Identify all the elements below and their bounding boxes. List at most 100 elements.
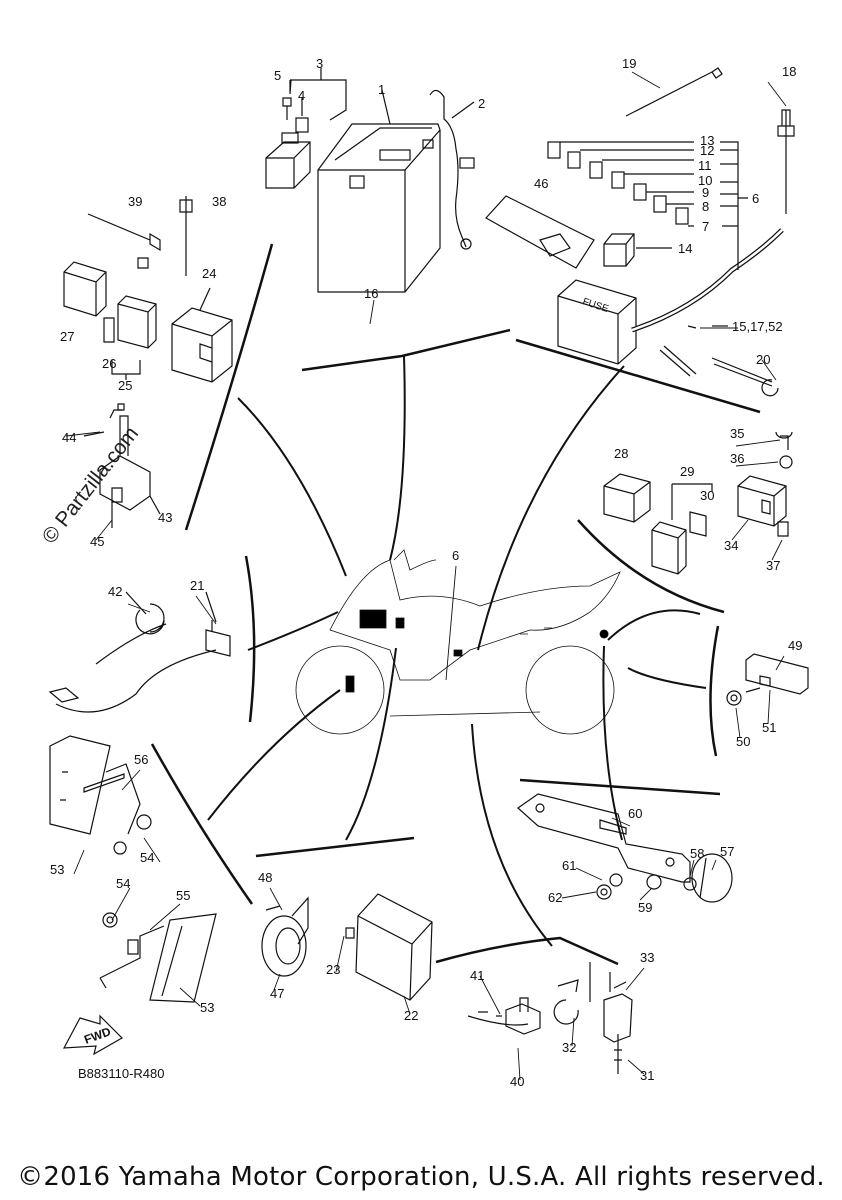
relay-27 [63, 261, 107, 317]
callout-5: 5 [274, 68, 281, 83]
screw-5 [282, 97, 292, 120]
callout-45: 45 [90, 534, 104, 549]
callout-4: 4 [298, 88, 305, 103]
callout-62: 62 [548, 890, 562, 905]
callout-22: 22 [404, 1008, 418, 1023]
callout-labels: 1 2 3 4 5 6 7 8 9 10 11 12 13 14 15,17,5… [50, 56, 802, 1089]
fuse-4 [295, 117, 309, 133]
callout-58: 58 [690, 846, 704, 861]
reflector-49 [726, 653, 809, 706]
callout-20: 20 [756, 352, 770, 367]
callout-16: 16 [364, 286, 378, 301]
callout-51: 51 [762, 720, 776, 735]
callout-44: 44 [62, 430, 76, 445]
clip-38 [179, 196, 193, 276]
callout-leaders [65, 71, 787, 1081]
callout-56: 56 [134, 752, 148, 767]
callout-6: 6 [752, 191, 759, 206]
callout-1: 1 [378, 82, 385, 97]
callout-7: 7 [702, 219, 709, 234]
reflector-53-front [49, 735, 152, 855]
callout-9: 9 [702, 185, 709, 200]
relay-group [63, 196, 233, 383]
battery [317, 123, 441, 293]
horn-47 [261, 896, 309, 977]
callout-12: 12 [700, 143, 714, 158]
fuse-box-cover [485, 195, 595, 269]
callout-13: 13 [700, 133, 714, 148]
harness-21-42 [48, 591, 231, 713]
battery-cable [429, 89, 467, 248]
callout-39: 39 [128, 194, 142, 209]
callout-47: 47 [270, 986, 284, 1001]
sensor-40 [467, 997, 541, 1035]
callout-27: 27 [60, 329, 74, 344]
wire-band [659, 325, 697, 377]
callout-25: 25 [118, 378, 132, 393]
sensor-43 [83, 403, 161, 528]
cable-tie-19 [625, 67, 723, 117]
callout-2: 2 [478, 96, 485, 111]
callout-35: 35 [730, 426, 744, 441]
parts-diagram: © Partzilla.com [38, 56, 809, 1089]
relay-26 [103, 295, 157, 349]
svg-text:FWD: FWD [82, 1024, 113, 1047]
callout-36: 36 [730, 451, 744, 466]
callout-23: 23 [326, 962, 340, 977]
ecu-location [359, 609, 387, 629]
clamp-39 [87, 213, 161, 269]
motorcycle-outline [295, 549, 621, 735]
bracket-60 [517, 793, 733, 903]
module-24 [171, 307, 233, 383]
callout-34: 34 [724, 538, 738, 553]
svg-text:FUSE: FUSE [581, 296, 610, 315]
callout-15: 15,17,52 [732, 319, 783, 334]
callout-57: 57 [720, 844, 734, 859]
callout-10: 10 [698, 173, 712, 188]
fuse-box [557, 279, 637, 365]
callout-3: 3 [316, 56, 323, 71]
callout-29: 29 [680, 464, 694, 479]
callout-8: 8 [702, 199, 709, 214]
callout-54-rear: 54 [116, 876, 130, 891]
callout-24: 24 [202, 266, 216, 281]
callout-33: 33 [640, 950, 654, 965]
callout-18: 18 [782, 64, 796, 79]
watermark: © Partzilla.com [38, 422, 143, 548]
callout-37: 37 [766, 558, 780, 573]
ecu-22 [345, 893, 433, 1001]
callout-59: 59 [638, 900, 652, 915]
callout-38: 38 [212, 194, 226, 209]
starter-relay [265, 141, 311, 189]
callout-61: 61 [562, 858, 576, 873]
wire-band-20 [711, 357, 779, 397]
callout-53-rear: 53 [200, 1000, 214, 1015]
diagram-code: B883110-R480 [78, 1066, 165, 1081]
callout-11: 11 [698, 158, 712, 173]
clip-18 [777, 109, 795, 214]
switch-34 [737, 431, 793, 537]
reflector-53-rear [99, 912, 217, 1003]
wire-harness [631, 228, 784, 333]
callout-14: 14 [678, 241, 692, 256]
callout-30: 30 [700, 488, 714, 503]
callout-53-front: 53 [50, 862, 64, 877]
callout-26: 26 [102, 356, 116, 371]
callout-46: 46 [534, 176, 548, 191]
callout-21: 21 [190, 578, 204, 593]
callout-31: 31 [640, 1068, 654, 1083]
callout-28: 28 [614, 446, 628, 461]
callout-54-front: 54 [140, 850, 154, 865]
leader-lines [150, 243, 761, 966]
relay-14 [603, 233, 635, 267]
relay-28-30 [603, 473, 713, 575]
callout-43: 43 [158, 510, 172, 525]
callout-41: 41 [470, 968, 484, 983]
callout-40: 40 [510, 1074, 524, 1089]
battery-group [265, 68, 475, 293]
callout-50: 50 [736, 734, 750, 749]
copyright-notice: ©2016 Yamaha Motor Corporation, U.S.A. A… [17, 1162, 825, 1192]
fuse-box-group: FUSE [485, 67, 795, 397]
callout-60: 60 [628, 806, 642, 821]
callout-42: 42 [108, 584, 122, 599]
